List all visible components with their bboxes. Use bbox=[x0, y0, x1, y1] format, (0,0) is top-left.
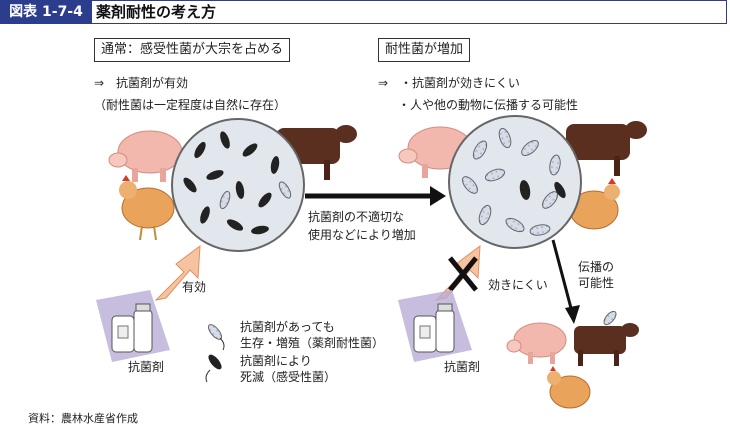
antibiotic-icon-left bbox=[96, 290, 170, 362]
middle-text-2: 使用などにより増加 bbox=[308, 228, 416, 242]
legend-resistant-1: 抗菌剤があっても bbox=[240, 320, 335, 334]
left-effect-line: ⇒ 抗菌剤が有効 bbox=[94, 76, 189, 90]
spread-label-2: 可能性 bbox=[578, 276, 615, 290]
pig-icon-left bbox=[108, 130, 183, 182]
antibiotic-icon-right bbox=[398, 290, 472, 362]
ineffective-arrow-right bbox=[434, 244, 481, 301]
right-spread-line: ・人や他の動物に伝播する可能性 bbox=[398, 98, 579, 112]
legend-resistant-2: 生存・増殖（薬剤耐性菌） bbox=[240, 336, 385, 350]
figure-title: 薬剤耐性の考え方 bbox=[96, 3, 217, 21]
left-label-box: 通常：感受性菌が大宗を占める bbox=[94, 38, 291, 62]
spread-arrow bbox=[551, 239, 617, 326]
right-label-box: 耐性菌が増加 bbox=[378, 38, 471, 62]
sensitive-bacteria-icon bbox=[205, 354, 222, 383]
bacteria-circle-right bbox=[448, 115, 582, 249]
effective-arrow-left bbox=[154, 244, 201, 301]
cow-icon-bottom bbox=[574, 323, 639, 366]
legend-sensitive-1: 抗菌剤により bbox=[240, 354, 312, 368]
figure-number: 図表 1-7-4 bbox=[0, 0, 92, 24]
legend-sensitive-2: 死滅（感受性菌） bbox=[240, 370, 337, 384]
source-note: 資料：農林水産省作成 bbox=[28, 412, 138, 425]
resistant-bacteria-icon bbox=[207, 324, 225, 351]
chicken-icon-bottom bbox=[547, 366, 591, 409]
figure-header: 図表 1-7-4 薬剤耐性の考え方 bbox=[0, 0, 730, 24]
left-note-line: （耐性菌は一定程度は自然に存在） bbox=[94, 98, 287, 112]
bacteria-circle-left bbox=[171, 118, 305, 252]
chicken-icon-left bbox=[119, 175, 175, 241]
effective-label: 有効 bbox=[182, 280, 207, 294]
ineffective-label: 効きにくい bbox=[488, 278, 548, 292]
increase-arrow bbox=[305, 186, 446, 206]
spread-label-1: 伝播の bbox=[578, 260, 615, 274]
chicken-icon-right bbox=[569, 178, 620, 230]
header-frame bbox=[92, 0, 727, 24]
drug-label-left: 抗菌剤 bbox=[128, 360, 165, 374]
pig-icon-bottom bbox=[506, 322, 567, 364]
middle-text-1: 抗菌剤の不適切な bbox=[308, 210, 405, 224]
drug-label-right: 抗菌剤 bbox=[444, 360, 481, 374]
right-effect-line: ⇒ ・抗菌剤が効きにくい bbox=[378, 76, 520, 90]
